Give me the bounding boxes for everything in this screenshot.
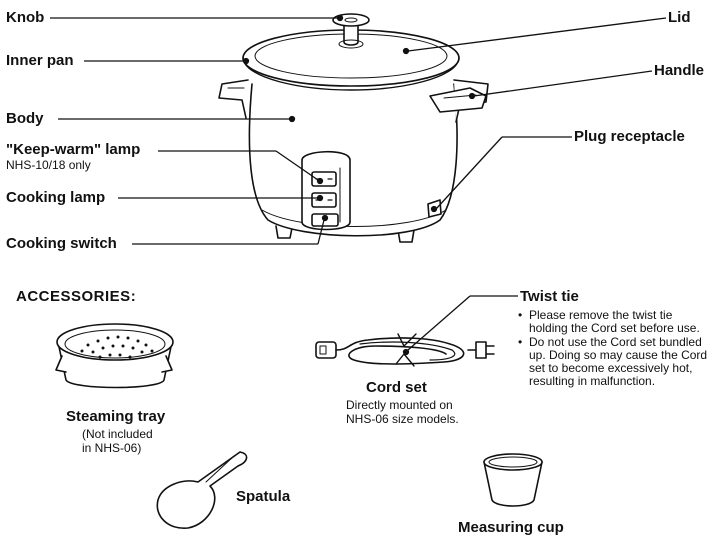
- rice-cooker-illustration: [218, 13, 489, 243]
- label-inner-pan: Inner pan: [6, 52, 74, 69]
- label-body: Body: [6, 110, 44, 127]
- twist-tie-notes: Please remove the twist tie holding the …: [518, 309, 714, 389]
- control-panel-shape: [301, 150, 351, 231]
- label-spatula: Spatula: [236, 488, 291, 505]
- cord-set-note-1: Directly mounted on: [346, 398, 453, 412]
- label-lid: Lid: [668, 9, 691, 26]
- measuring-cup-illustration: [483, 453, 543, 507]
- label-steaming-tray: Steaming tray: [66, 408, 166, 425]
- label-cooking-lamp: Cooking lamp: [6, 189, 106, 206]
- label-handle: Handle: [654, 62, 705, 79]
- left-handle-shape: [218, 79, 249, 119]
- label-keep-warm-note: NHS-10/18 only: [6, 158, 91, 172]
- label-cooking-switch: Cooking switch: [6, 235, 117, 252]
- label-measuring-cup: Measuring cup: [458, 519, 564, 536]
- knob-shape: [343, 25, 359, 46]
- steaming-tray-illustration: [55, 323, 174, 389]
- label-plug-receptacle: Plug receptacle: [574, 128, 685, 145]
- twist-tie-note-item: Do not use the Cord set bundled up. Doin…: [518, 336, 714, 388]
- steaming-tray-note-2: in NHS-06): [82, 441, 142, 455]
- label-keep-warm-lamp: "Keep-warm" lamp: [6, 141, 141, 158]
- label-knob: Knob: [6, 9, 45, 26]
- accessories-heading: ACCESSORIES:: [16, 288, 137, 305]
- twist-tie-note-item: Please remove the twist tie holding the …: [518, 309, 714, 335]
- body-shape: [248, 83, 458, 237]
- cord-set-note-2: NHS-06 size models.: [346, 412, 459, 426]
- leader-lines: [50, 14, 667, 356]
- label-twist-tie: Twist tie: [520, 288, 579, 305]
- cord-set-illustration: [315, 333, 495, 367]
- label-cord-set: Cord set: [366, 379, 427, 396]
- steaming-tray-note-1: (Not included: [82, 427, 153, 441]
- spatula-illustration: [156, 451, 248, 529]
